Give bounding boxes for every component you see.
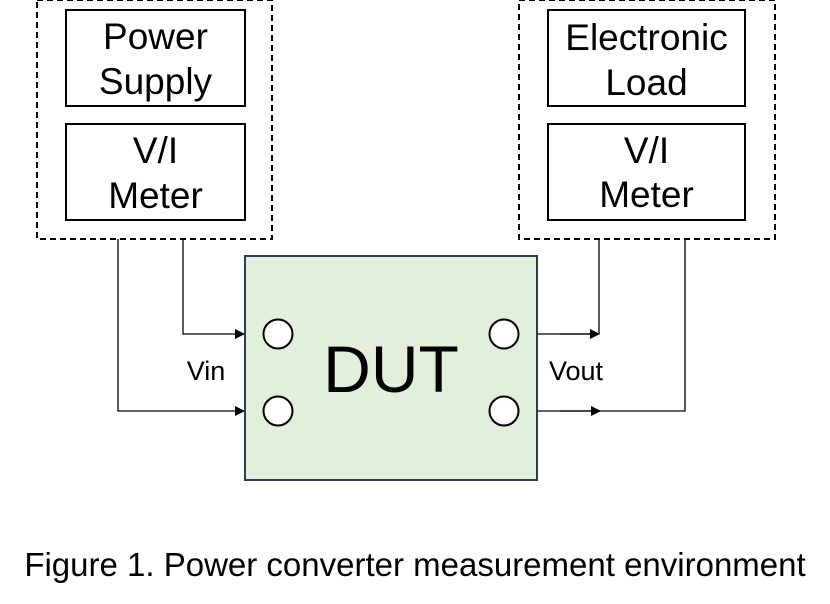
wiring xyxy=(117,239,686,416)
left-equipment-group: Power Supply V/I Meter xyxy=(36,0,273,240)
power-supply-label-line1: Power xyxy=(103,16,208,57)
left-vi-meter-label-line1: V/I xyxy=(133,130,178,171)
output-wire-upper xyxy=(538,239,600,335)
dut-block: DUT xyxy=(244,255,538,481)
right-vi-meter-label-line2: Meter xyxy=(599,174,694,215)
dut-input-terminal-lower xyxy=(262,395,294,427)
input-wire-upper xyxy=(182,239,245,339)
power-supply-box xyxy=(65,9,246,107)
electronic-load-box xyxy=(547,9,746,107)
right-group-border xyxy=(518,0,776,240)
figure-caption: Figure 1. Power converter measurement en… xyxy=(24,546,805,583)
electronic-load-label-line2: Load xyxy=(605,62,687,103)
electronic-load-label-line1: Electronic xyxy=(565,17,727,58)
dut-output-terminal-lower xyxy=(488,395,520,427)
vin-label: Vin xyxy=(187,356,226,386)
power-supply-label-line2: Supply xyxy=(99,61,213,102)
dut-output-terminal-upper xyxy=(488,318,520,350)
right-vi-meter-box xyxy=(547,123,746,221)
right-vi-meter-label-line1: V/I xyxy=(624,130,669,171)
vout-label: Vout xyxy=(549,356,604,386)
input-wire-lower xyxy=(117,239,245,416)
left-vi-meter-box xyxy=(65,123,246,221)
left-group-border xyxy=(36,0,273,240)
dut-input-terminal-upper xyxy=(262,318,294,350)
dut-label: DUT xyxy=(323,332,459,406)
dut-box xyxy=(244,255,538,481)
left-vi-meter-label-line2: Meter xyxy=(108,175,203,216)
right-equipment-group: Electronic Load V/I Meter xyxy=(518,0,776,240)
